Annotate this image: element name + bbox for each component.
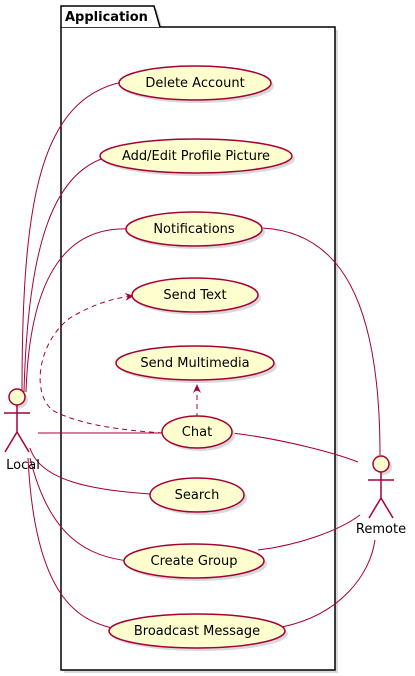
association-local-broadcast: [27, 457, 113, 629]
use-case-label: Send Multimedia: [140, 356, 249, 371]
association-remote-chat: [231, 432, 359, 463]
actor-label: Local: [6, 458, 40, 473]
association-local-search: [29, 447, 151, 495]
association-local-create-group: [29, 457, 129, 562]
dependency-chat-send-text: [39, 292, 164, 434]
use-case-chat[interactable]: Chat: [161, 415, 235, 451]
stick-figure-icon: [4, 388, 30, 453]
use-case-send-multimedia[interactable]: Send Multimedia: [115, 345, 277, 383]
use-case-label: Send Text: [163, 288, 226, 303]
use-case-broadcast-message[interactable]: Broadcast Message: [108, 613, 288, 651]
use-case-label: Add/Edit Profile Picture: [122, 149, 270, 164]
associations: [21, 81, 381, 629]
association-local-notifications: [25, 228, 131, 393]
association-remote-create-group: [257, 514, 361, 551]
dependencies: [39, 292, 201, 434]
stick-figure-icon: [368, 455, 394, 519]
use-case-send-text[interactable]: Send Text: [131, 277, 261, 315]
use-case-label: Delete Account: [145, 76, 244, 91]
use-case-label: Create Group: [151, 554, 238, 569]
use-case-label: Search: [175, 488, 220, 503]
package-label: Application: [65, 10, 148, 25]
association-remote-broadcast: [281, 539, 376, 628]
association-remote-notifications: [261, 227, 381, 456]
use-cases: Delete Account Add/Edit Profile Picture …: [99, 65, 295, 651]
use-case-label: Notifications: [153, 222, 235, 237]
actor-local[interactable]: Local: [4, 388, 40, 473]
use-case-create-group[interactable]: Create Group: [123, 543, 267, 581]
association-local-profile-picture: [23, 157, 105, 393]
use-case-label: Broadcast Message: [134, 624, 260, 639]
use-case-delete-account[interactable]: Delete Account: [118, 65, 274, 103]
association-local-delete-account: [21, 81, 123, 393]
use-case-search[interactable]: Search: [149, 477, 247, 515]
use-case-label: Chat: [182, 425, 212, 440]
actor-remote[interactable]: Remote: [356, 455, 406, 537]
package-tab: [60, 5, 161, 28]
actor-label: Remote: [356, 522, 406, 537]
use-case-notifications[interactable]: Notifications: [125, 211, 265, 249]
use-case-profile-picture[interactable]: Add/Edit Profile Picture: [99, 138, 295, 176]
